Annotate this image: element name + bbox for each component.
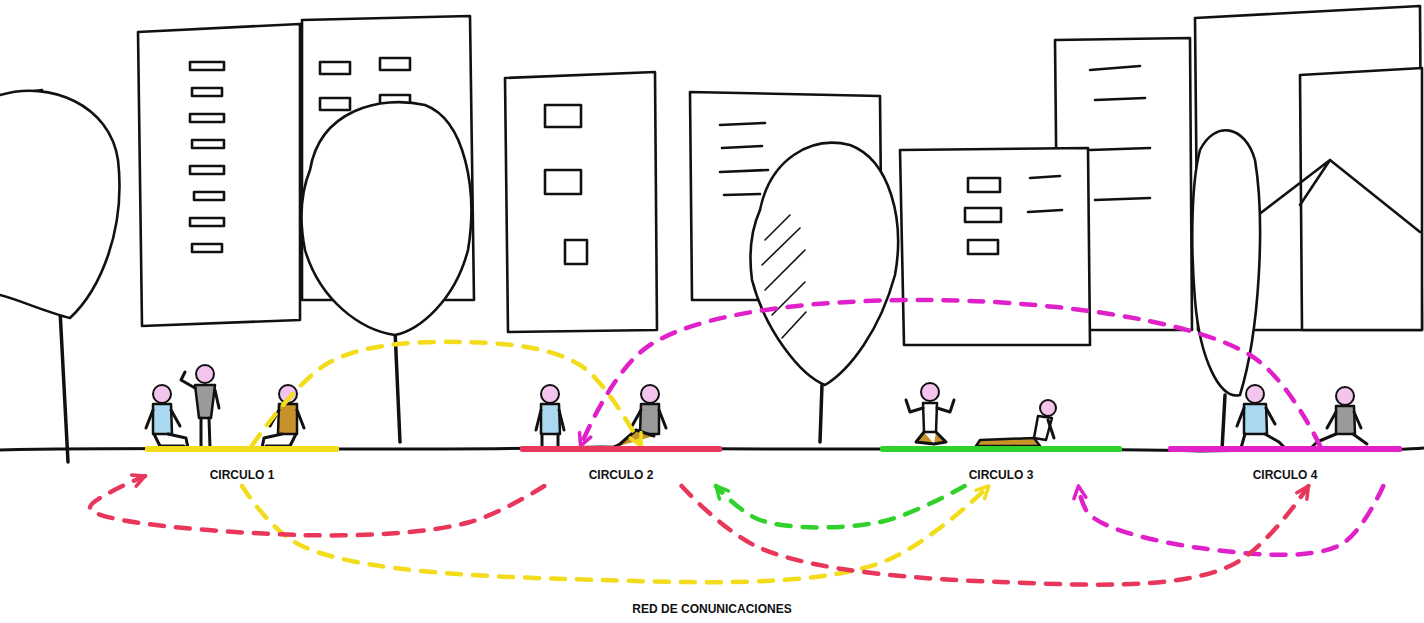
trees-part <box>820 385 822 442</box>
people-part-part <box>1048 420 1054 438</box>
circle-group: CIRCULO 1 <box>145 446 339 486</box>
communication-arrow <box>1078 486 1383 555</box>
people-part <box>1311 387 1367 448</box>
trees <box>0 91 1260 462</box>
circle-label: CIRCULO 3 <box>880 468 1122 482</box>
communication-arrow <box>716 486 965 527</box>
buildings-part <box>138 24 300 326</box>
buildings-part <box>1090 66 1150 200</box>
people-part <box>146 385 188 448</box>
people-part-part <box>146 410 188 448</box>
buildings-part <box>720 123 768 195</box>
circle-group: CIRCULO 3 <box>880 446 1122 486</box>
buildings-part <box>1028 176 1062 212</box>
people-part-part <box>536 410 564 448</box>
communication-arrow <box>682 486 1309 585</box>
buildings-part <box>190 114 224 122</box>
trees-part <box>0 91 119 318</box>
people-part-part <box>541 385 559 403</box>
buildings-part <box>190 166 224 174</box>
communication-arrow <box>90 476 544 535</box>
people-part-part <box>923 403 937 432</box>
trees-part <box>395 330 400 442</box>
people-part <box>536 385 564 448</box>
buildings-part <box>194 192 224 200</box>
circle-label: CIRCULO 4 <box>1168 468 1402 482</box>
trees-part <box>301 102 471 335</box>
buildings-part <box>320 62 350 74</box>
people-part-part <box>541 404 560 434</box>
people-part-part <box>1336 406 1355 434</box>
buildings-part <box>320 98 350 110</box>
people-part-part <box>1237 408 1285 448</box>
buildings-part <box>1300 68 1422 330</box>
people <box>146 365 1367 448</box>
people-part-part <box>921 383 939 401</box>
people-part-part <box>1244 404 1267 434</box>
people-part-part <box>181 372 219 448</box>
people-part-part <box>632 410 666 428</box>
network-caption: RED DE CONUNICACIONES <box>628 601 795 617</box>
people-part-part <box>1246 385 1264 403</box>
trees-part <box>1222 395 1225 450</box>
trees-part <box>750 143 898 385</box>
buildings-part <box>190 218 224 226</box>
communication-arrow <box>252 342 642 446</box>
buildings-part <box>192 88 222 96</box>
people-part-part <box>153 404 172 434</box>
buildings-part <box>505 72 657 332</box>
circle-group: CIRCULO 4 <box>1168 446 1402 486</box>
buildings-part <box>565 240 587 264</box>
people-part-part <box>641 385 659 403</box>
circle-group: CIRCULO 2 <box>520 446 722 486</box>
buildings-part <box>545 105 581 127</box>
people-part <box>262 385 304 448</box>
people-part-part <box>976 438 1040 446</box>
people-part-part <box>1336 387 1354 405</box>
people-part-part <box>916 432 946 444</box>
buildings-part <box>965 208 1001 222</box>
circle-label: CIRCULO 2 <box>520 468 722 482</box>
buildings-part <box>968 178 1000 192</box>
buildings-part <box>380 58 410 70</box>
circle-label: CIRCULO 1 <box>145 468 339 482</box>
buildings-part <box>545 170 581 194</box>
people-part <box>976 400 1056 446</box>
people-part-part <box>1040 400 1056 416</box>
communication-arrow <box>242 486 989 582</box>
circle-band <box>880 446 1122 452</box>
circle-band <box>520 446 722 452</box>
people-part-part <box>153 385 171 403</box>
people-part-part <box>278 404 297 434</box>
circle-band <box>1168 446 1402 452</box>
people-part-part <box>195 385 215 418</box>
buildings-part <box>190 62 224 70</box>
ground-line <box>0 447 1424 451</box>
people-part-part <box>640 404 659 434</box>
buildings-part <box>900 148 1090 345</box>
communication-arrow <box>581 300 1321 446</box>
people-part-part <box>262 410 304 448</box>
buildings-part <box>1245 160 1420 232</box>
people-part <box>1237 385 1285 448</box>
trees-part <box>60 310 68 462</box>
buildings-part <box>968 240 998 254</box>
buildings-part <box>192 140 224 148</box>
people-part-part <box>906 400 954 412</box>
people-part <box>181 365 219 448</box>
people-part <box>906 383 954 444</box>
people-part-part <box>196 365 214 383</box>
circle-band <box>145 446 339 452</box>
buildings-part <box>192 244 222 252</box>
trees-part <box>762 215 806 338</box>
